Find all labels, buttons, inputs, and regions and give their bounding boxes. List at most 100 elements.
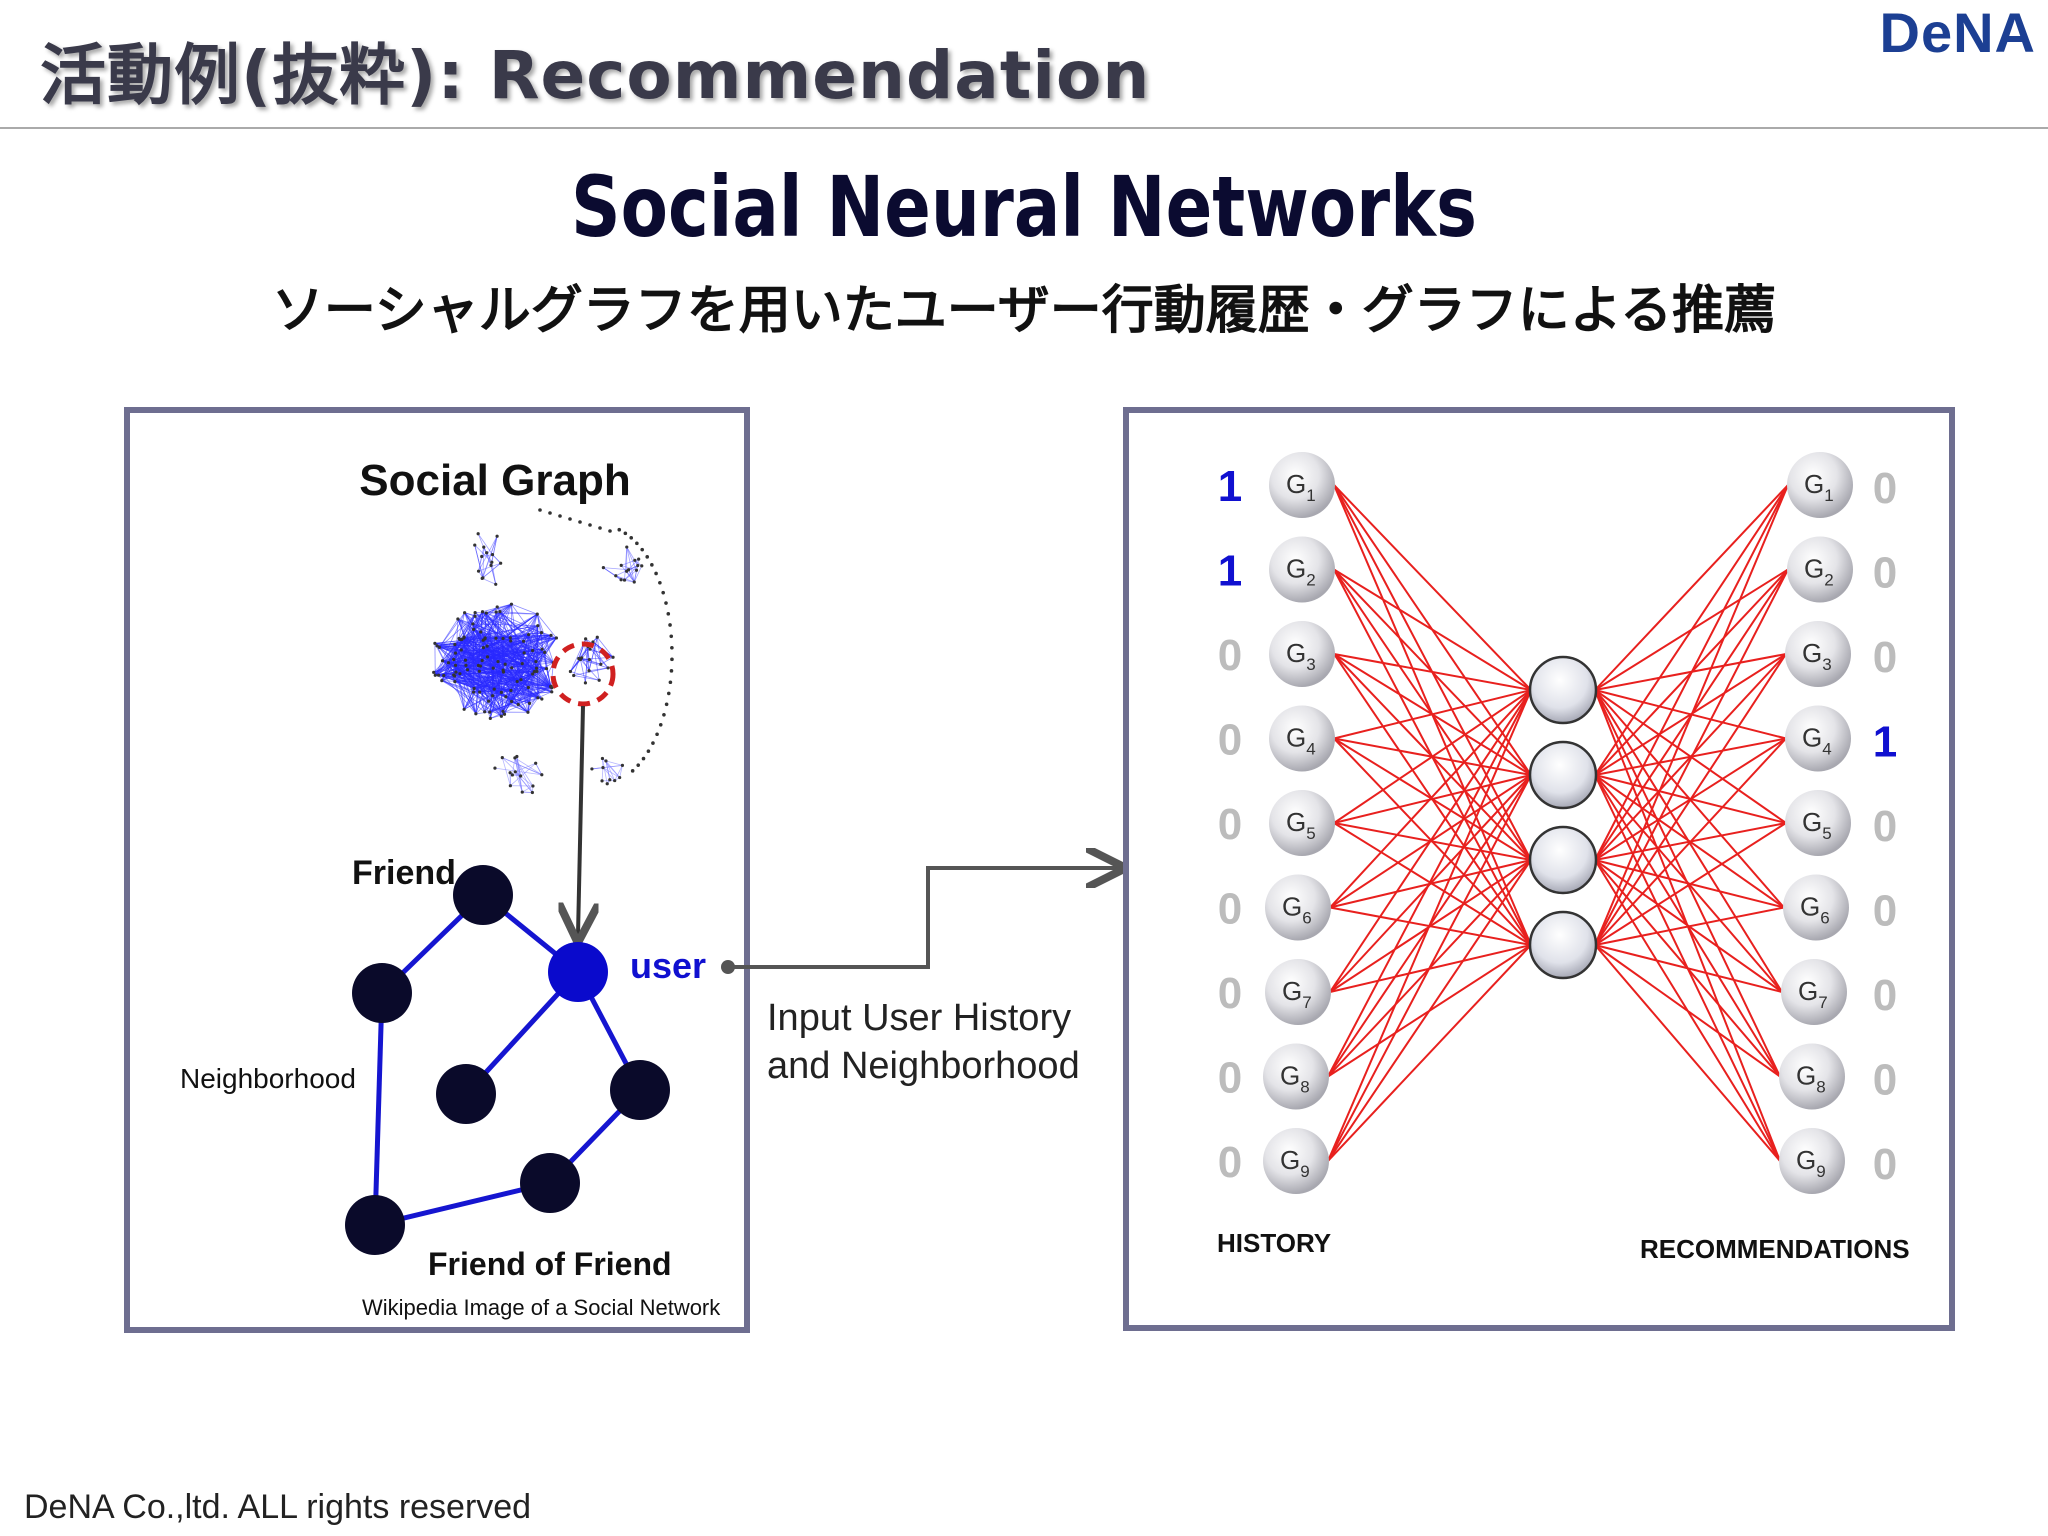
cluster-node <box>534 659 538 664</box>
cluster-link <box>484 697 539 713</box>
fof-label: Friend of Friend <box>428 1246 672 1282</box>
cluster-node <box>491 666 495 670</box>
hidden-output-edge <box>1594 484 1789 691</box>
cluster-node <box>549 633 553 637</box>
cluster-node <box>611 655 615 659</box>
cluster-node <box>613 778 617 783</box>
cluster-node <box>453 642 457 647</box>
input-hidden-edge <box>1329 774 1532 993</box>
social-graph-panel <box>124 407 750 1333</box>
cluster-link <box>473 629 486 640</box>
cluster-link <box>477 533 493 555</box>
cluster-node <box>604 759 608 763</box>
hidden-output-edge <box>1594 689 1787 824</box>
cluster-node <box>666 612 671 616</box>
cluster-node <box>620 763 625 768</box>
cluster-node <box>549 684 553 688</box>
cluster-node <box>459 648 463 652</box>
history-value: 1 <box>1218 547 1242 596</box>
cluster-node <box>531 672 535 676</box>
cluster-link <box>511 603 538 615</box>
cluster-link <box>442 660 552 689</box>
input-hidden-edge <box>1327 859 1532 1162</box>
cluster-link <box>483 546 492 566</box>
cluster-node <box>597 678 601 682</box>
hidden-node <box>1528 740 1598 810</box>
cluster-node <box>550 690 554 694</box>
cluster-node <box>513 770 517 774</box>
cluster-node <box>540 647 544 651</box>
hidden-output-edge <box>1594 689 1785 909</box>
recommend-value: 0 <box>1873 549 1897 598</box>
cluster-node <box>654 571 658 576</box>
cluster-link <box>520 679 551 688</box>
friend-graph-nodes <box>345 865 670 1255</box>
input-hidden-edge <box>1333 568 1532 691</box>
hidden-output-edge <box>1594 774 1781 1162</box>
recommend-value: 0 <box>1873 1140 1897 1189</box>
cluster-node <box>471 690 476 694</box>
cluster-node <box>483 710 487 714</box>
cluster-link <box>527 697 539 713</box>
input-node <box>1269 705 1335 772</box>
history-label: HISTORY <box>1217 1228 1331 1258</box>
copyright-footer: DeNA Co.,ltd. ALL rights reserved <box>24 1488 532 1526</box>
cluster-node <box>527 701 532 705</box>
cluster-node <box>578 520 582 524</box>
cluster-link <box>467 667 494 671</box>
cluster-link <box>588 667 609 672</box>
hidden-output-edge <box>1594 689 1783 993</box>
cluster-link <box>626 571 635 583</box>
cluster-node <box>617 527 622 532</box>
cluster-node <box>495 534 499 538</box>
cluster-node <box>622 578 627 582</box>
cluster-node <box>494 636 498 640</box>
cluster-node <box>485 551 489 555</box>
image-caption: Wikipedia Image of a Social Network <box>362 1295 721 1320</box>
history-value: 1 <box>1218 462 1242 511</box>
cluster-node <box>587 657 591 662</box>
cluster-node <box>641 756 646 761</box>
cluster-node <box>453 663 458 667</box>
cluster-node <box>494 582 498 586</box>
hidden-output-edge <box>1594 689 1781 1162</box>
cluster-node <box>490 552 495 557</box>
cluster-link <box>478 556 483 572</box>
cluster-node <box>502 712 507 716</box>
network-edges <box>1327 484 1789 1162</box>
recommend-value: 0 <box>1873 887 1897 936</box>
input-hidden-edge <box>1333 653 1532 691</box>
cluster-node <box>477 669 481 673</box>
subtitle: ソーシャルグラフを用いたユーザー行動履歴・グラフによる推薦 <box>271 281 1777 341</box>
hidden-output-edge <box>1594 568 1789 691</box>
recommend-value: 0 <box>1873 802 1897 851</box>
cluster-link <box>459 671 535 675</box>
cluster-node <box>464 663 468 667</box>
cluster-node <box>484 611 488 615</box>
cluster-link <box>502 757 542 776</box>
cluster-link <box>497 613 538 662</box>
cluster-node <box>454 670 458 674</box>
cluster-link <box>510 687 552 691</box>
connector-line <box>728 868 1118 969</box>
cluster-link <box>628 569 635 583</box>
cluster-link <box>628 565 638 571</box>
input-hidden-edge <box>1333 774 1532 824</box>
cluster-link <box>453 659 505 715</box>
cluster-node <box>630 769 635 773</box>
cluster-node <box>608 778 612 782</box>
cluster-node <box>625 569 629 573</box>
cluster-link <box>573 675 600 681</box>
cluster-link <box>592 641 600 681</box>
cluster-link <box>463 667 494 710</box>
cluster-link <box>482 577 496 585</box>
cluster-link <box>505 667 513 697</box>
input-node <box>1269 790 1335 856</box>
cluster-node <box>482 545 486 549</box>
neighbor-node <box>610 1060 670 1120</box>
cluster-node <box>633 558 637 562</box>
input-node <box>1263 1128 1329 1194</box>
cluster-node <box>442 673 446 678</box>
cluster-link <box>600 656 614 665</box>
cluster-node <box>510 773 514 777</box>
